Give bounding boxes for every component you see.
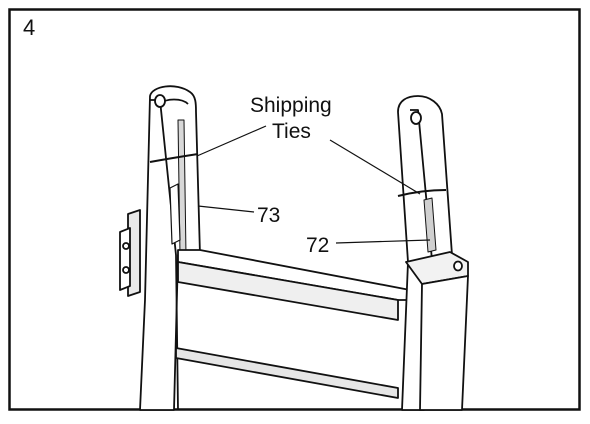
diagram-frame — [10, 10, 580, 410]
label-part-72: 72 — [306, 235, 329, 256]
label-shipping: Shipping — [250, 95, 332, 116]
label-part-73: 73 — [257, 205, 280, 226]
step-number: 4 — [23, 17, 35, 39]
label-ties: Ties — [272, 121, 311, 142]
